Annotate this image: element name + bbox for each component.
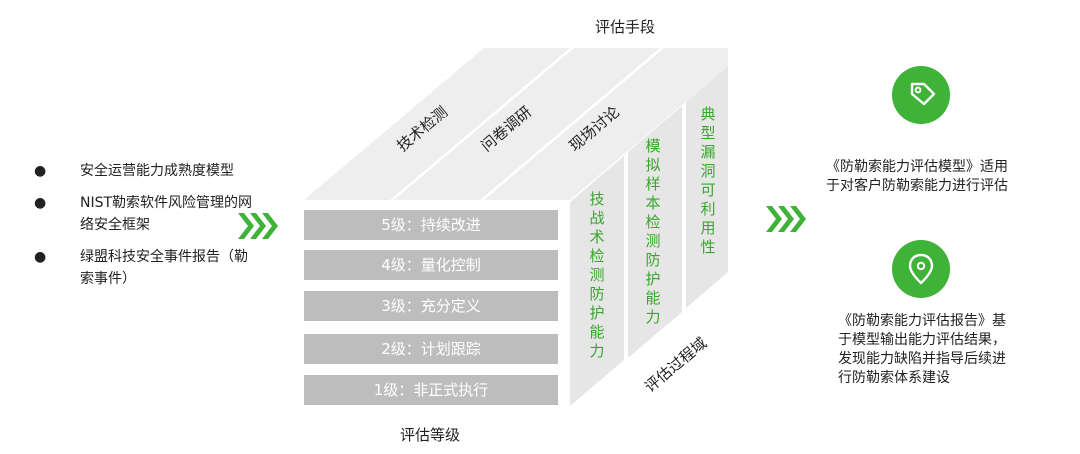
- source-item: ● 绿盟科技安全事件报告（勒索事件）: [30, 246, 260, 290]
- source-item: ● NIST勒索软件风险管理的网络安全框架: [30, 192, 260, 236]
- source-text: NIST勒索软件风险管理的网络安全框架: [80, 195, 253, 233]
- level-bar-3: 3级：充分定义: [304, 291, 558, 321]
- level-bar-5: 5级：持续改进: [304, 210, 558, 240]
- level-bar-2: 2级：计划跟踪: [304, 334, 558, 364]
- tag-icon: [892, 66, 950, 124]
- left-chevron-icon: [236, 210, 280, 246]
- level-bar-4: 4级：量化控制: [304, 250, 558, 280]
- top-slat-1: [304, 48, 570, 200]
- source-item: ● 安全运营能力成熟度模型: [30, 160, 260, 182]
- domain-label: 典型漏洞可利用性: [700, 105, 716, 256]
- output-text: 《防勒索能力评估报告》基于模型输出能力评估结果，发现能力缺陷并指导后续进行防勒索…: [838, 313, 1006, 386]
- location-pin-icon: [892, 240, 950, 298]
- level-bar-1: 1级：非正式执行: [304, 375, 558, 405]
- source-list: ● 安全运营能力成熟度模型 ● NIST勒索软件风险管理的网络安全框架 ● 绿盟科技安…: [30, 160, 260, 300]
- bullet-icon: ●: [34, 249, 47, 265]
- side-slat-3: [686, 66, 728, 308]
- top-slat-3: [484, 48, 728, 200]
- side-slat-2: [628, 106, 682, 358]
- top-slat-2: [394, 48, 660, 200]
- output-text: 《防勒索能力评估模型》适用于对客户防勒索能力进行评估: [826, 159, 1008, 194]
- side-slat-1: [570, 156, 624, 406]
- domain-label: 技战术检测防护能力: [589, 190, 605, 360]
- source-text: 绿盟科技安全事件报告（勒索事件）: [80, 249, 248, 287]
- top-axis-label: 评估手段: [594, 18, 655, 36]
- right-chevron-icon: [764, 203, 808, 239]
- bullet-icon: ●: [34, 195, 47, 211]
- bottom-axis-label: 评估等级: [399, 426, 460, 444]
- bullet-icon: ●: [34, 163, 47, 179]
- source-text: 安全运营能力成熟度模型: [80, 163, 234, 179]
- domain-label: 模拟样本检测防护能力: [645, 137, 661, 326]
